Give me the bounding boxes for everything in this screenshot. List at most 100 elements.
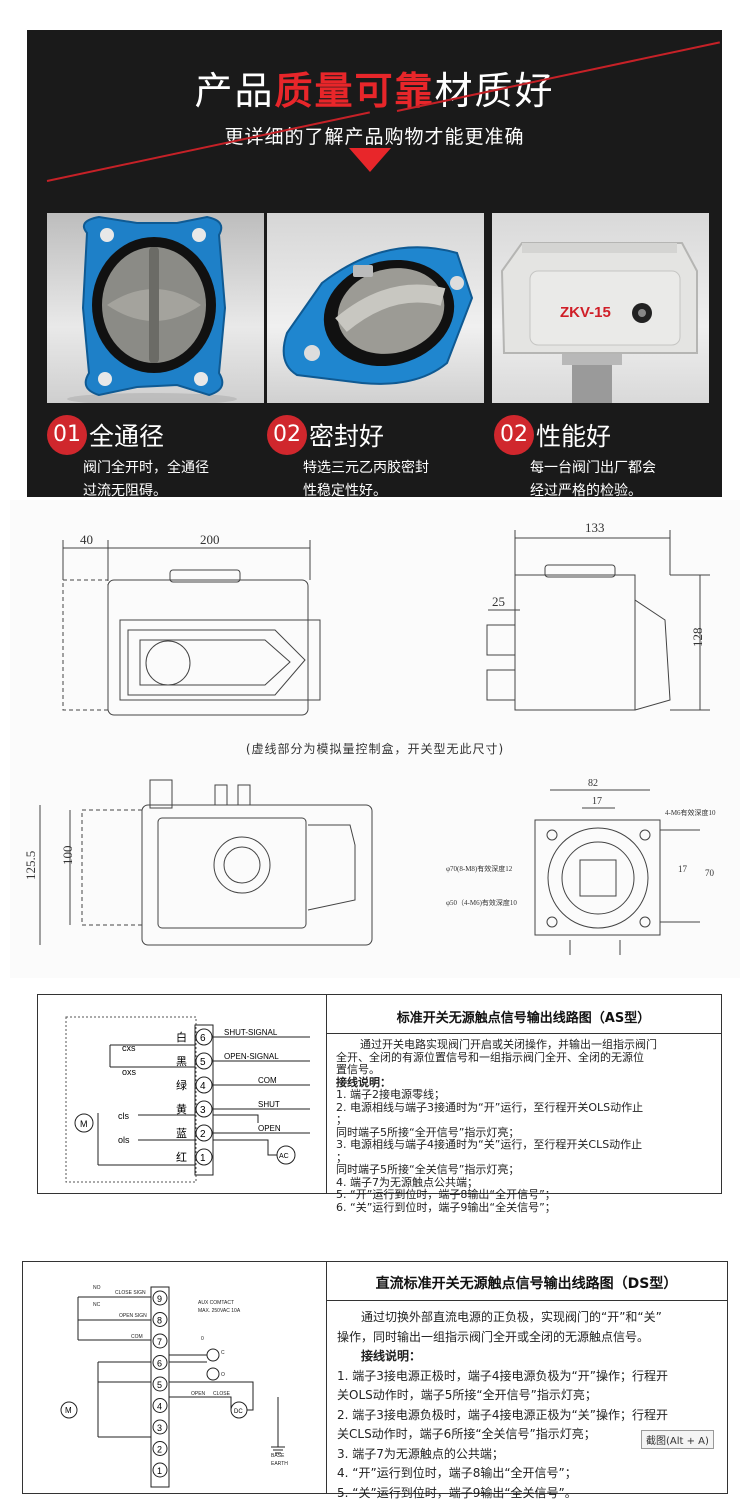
wire-color-label: 蓝 <box>176 1127 187 1140</box>
feature-desc-line: 每一台阀门出厂都会 <box>530 457 656 480</box>
instruction-step: 2. 端子3接电源负极时，端子4接电源正极为“关”操作；行程开 <box>337 1406 725 1426</box>
c-label: C <box>221 1350 225 1356</box>
ds-instructions: 通过切换外部直流电源的正负极，实现阀门的“开”和“关” 操作，同时输出一组指示阀… <box>337 1308 725 1503</box>
terminal-signal-label: COM <box>258 1076 277 1085</box>
instruction-step: 5. “关”运行到位时，端子9输出“全关信号”。 <box>337 1484 725 1503</box>
dim-phi50: φ50（4-M6)有效深度10 <box>446 898 517 907</box>
as-heading: 标准开关无源触点信号输出线路图（AS型） <box>326 1007 721 1026</box>
feature-desc-line: 性稳定性好。 <box>303 480 429 497</box>
feature-desc: 特选三元乙丙胶密封 性稳定性好。 <box>303 457 429 497</box>
terminal-signal-label: OPEN-SIGNAL <box>224 1052 279 1061</box>
close-sign-label: CLOSE SIGN <box>115 1290 146 1296</box>
screenshot-shortcut-tag[interactable]: 截图(Alt + A) <box>641 1430 714 1449</box>
intro-line: 操作，同时输出一组指示阀门全开或全闭的无源触点信号。 <box>337 1328 725 1348</box>
row-divider <box>326 1033 721 1034</box>
wire-color-label: 黄 <box>176 1102 187 1116</box>
column-divider <box>326 1262 327 1493</box>
instruction-step: 5. “开”运行到位时，端子8输出“全开信号”； <box>336 1189 716 1202</box>
nc-label: NC <box>93 1302 101 1308</box>
open-sign-label: OPEN SIGN <box>119 1313 147 1319</box>
instruction-step: 2. 电源相线与端子3接通时为“开”运行，至行程开关OLS动作止 <box>336 1102 716 1115</box>
intro-line: 通过切换外部直流电源的正负极，实现阀门的“开”和“关” <box>337 1308 725 1328</box>
feature-title: 全通径 <box>89 417 164 453</box>
instructions-subheading: 接线说明： <box>337 1347 725 1367</box>
terminal-number: 1 <box>200 1153 206 1164</box>
intro-line: 通过开关电路实现阀门开启或关闭操作，并输出一组指示阀门 <box>336 1039 716 1052</box>
dim-17-side: 17 <box>678 864 688 874</box>
wire-color-label: 白 <box>176 1030 187 1044</box>
terminal-signal-label: SHUT-SIGNAL <box>224 1028 278 1037</box>
terminal-number: 7 <box>157 1337 162 1347</box>
instruction-step: 4. “开”运行到位时，端子8输出“全开信号”； <box>337 1464 725 1484</box>
instruction-step: ； <box>336 1114 716 1127</box>
valve-image-angle <box>267 213 484 403</box>
zero-label: 0 <box>201 1336 204 1342</box>
instruction-step: 同时端子5所接“全关信号”指示灯亮； <box>336 1164 716 1177</box>
dim-40: 40 <box>80 532 93 547</box>
aux-contact-label: AUX COMTACT <box>198 1300 234 1306</box>
instruction-step: 3. 电源相线与端子4接通时为“关”运行，至行程开关CLS动作止 <box>336 1139 716 1152</box>
dim-25: 25 <box>492 594 505 609</box>
terminal-number: 6 <box>157 1359 162 1369</box>
terminal-number: 3 <box>157 1423 162 1433</box>
com-label: COM <box>131 1334 143 1340</box>
terminal-number: 2 <box>157 1445 162 1455</box>
terminal-signal-label: SHUT <box>258 1100 280 1109</box>
as-instructions: 通过开关电路实现阀门开启或关闭操作，并输出一组指示阀门 全开、全闭的有源位置信号… <box>336 1039 716 1214</box>
o-label: O <box>221 1372 225 1378</box>
instruction-step: 1. 端子2接电源零线； <box>336 1089 716 1102</box>
feature-number: 01 <box>47 415 87 455</box>
dim-200: 200 <box>200 532 220 547</box>
side-view-top <box>63 540 320 715</box>
top-view-bottom <box>40 780 372 945</box>
feature-number: 02 <box>267 415 307 455</box>
instruction-step: 1. 端子3接电源正极时，端子4接电源负极为“开”操作；行程开 <box>337 1367 725 1387</box>
feature-desc-line: 特选三元乙丙胶密封 <box>303 457 429 480</box>
dim-17-top: 17 <box>592 796 602 807</box>
dim-4-m6: 4-M6有效深度10 <box>665 808 716 817</box>
dc-source-symbol: DC <box>234 1409 243 1415</box>
wire-color-label: 黑 <box>176 1055 187 1068</box>
instruction-step: 关OLS动作时，端子5所接“全开信号”指示灯亮； <box>337 1386 725 1406</box>
front-view-top <box>487 530 710 710</box>
terminal-number: 1 <box>157 1466 162 1476</box>
feature-title: 性能好 <box>536 417 611 453</box>
ols-label: ols <box>118 1135 130 1145</box>
terminal-number: 5 <box>157 1380 162 1390</box>
dim-128: 128 <box>690 628 705 648</box>
intro-line: 置信号。 <box>336 1064 716 1077</box>
close-label: CLOSE <box>213 1391 231 1397</box>
terminal-number: 5 <box>200 1057 206 1068</box>
feature-desc: 阀门全开时，全通径 过流无阻碍。 <box>83 457 209 497</box>
product-model-label: ZKV-15 <box>560 304 611 321</box>
dimension-note: (虚线部分为模拟量控制盒，开关型无此尺寸) <box>10 740 740 757</box>
down-arrow-icon <box>349 148 391 172</box>
banner-title: 产品质量可靠材质好 <box>27 60 722 115</box>
feature-title: 密封好 <box>309 417 384 453</box>
dim-82: 82 <box>588 778 598 789</box>
motor-symbol: M <box>65 1406 72 1415</box>
banner-subtitle: 更详细的了解产品购物才能更准确 <box>27 122 722 149</box>
wire-color-label: 绿 <box>176 1078 187 1092</box>
actuator-image: ZKV-15 <box>492 213 709 403</box>
terminal-number: 8 <box>157 1316 162 1326</box>
title-part-a: 产品 <box>194 69 274 113</box>
valve-image-front <box>47 213 264 403</box>
terminal-number: 3 <box>200 1105 206 1116</box>
wire-color-label: 红 <box>176 1151 187 1164</box>
dimension-drawing: 40 200 133 25 128 100 125.5 <box>10 500 740 978</box>
ds-heading: 直流标准开关无源触点信号输出线路图（DS型） <box>326 1273 727 1293</box>
no-label: NO <box>93 1285 101 1291</box>
intro-line: 全开、全闭的有源位置信号和一组指示阀门全开、全闭的无源位 <box>336 1052 716 1065</box>
dim-70: 70 <box>705 868 715 878</box>
feature-desc: 每一台阀门出厂都会 经过严格的检验。 <box>530 457 656 497</box>
feature-desc-line: 阀门全开时，全通径 <box>83 457 209 480</box>
row-divider <box>326 1300 727 1301</box>
